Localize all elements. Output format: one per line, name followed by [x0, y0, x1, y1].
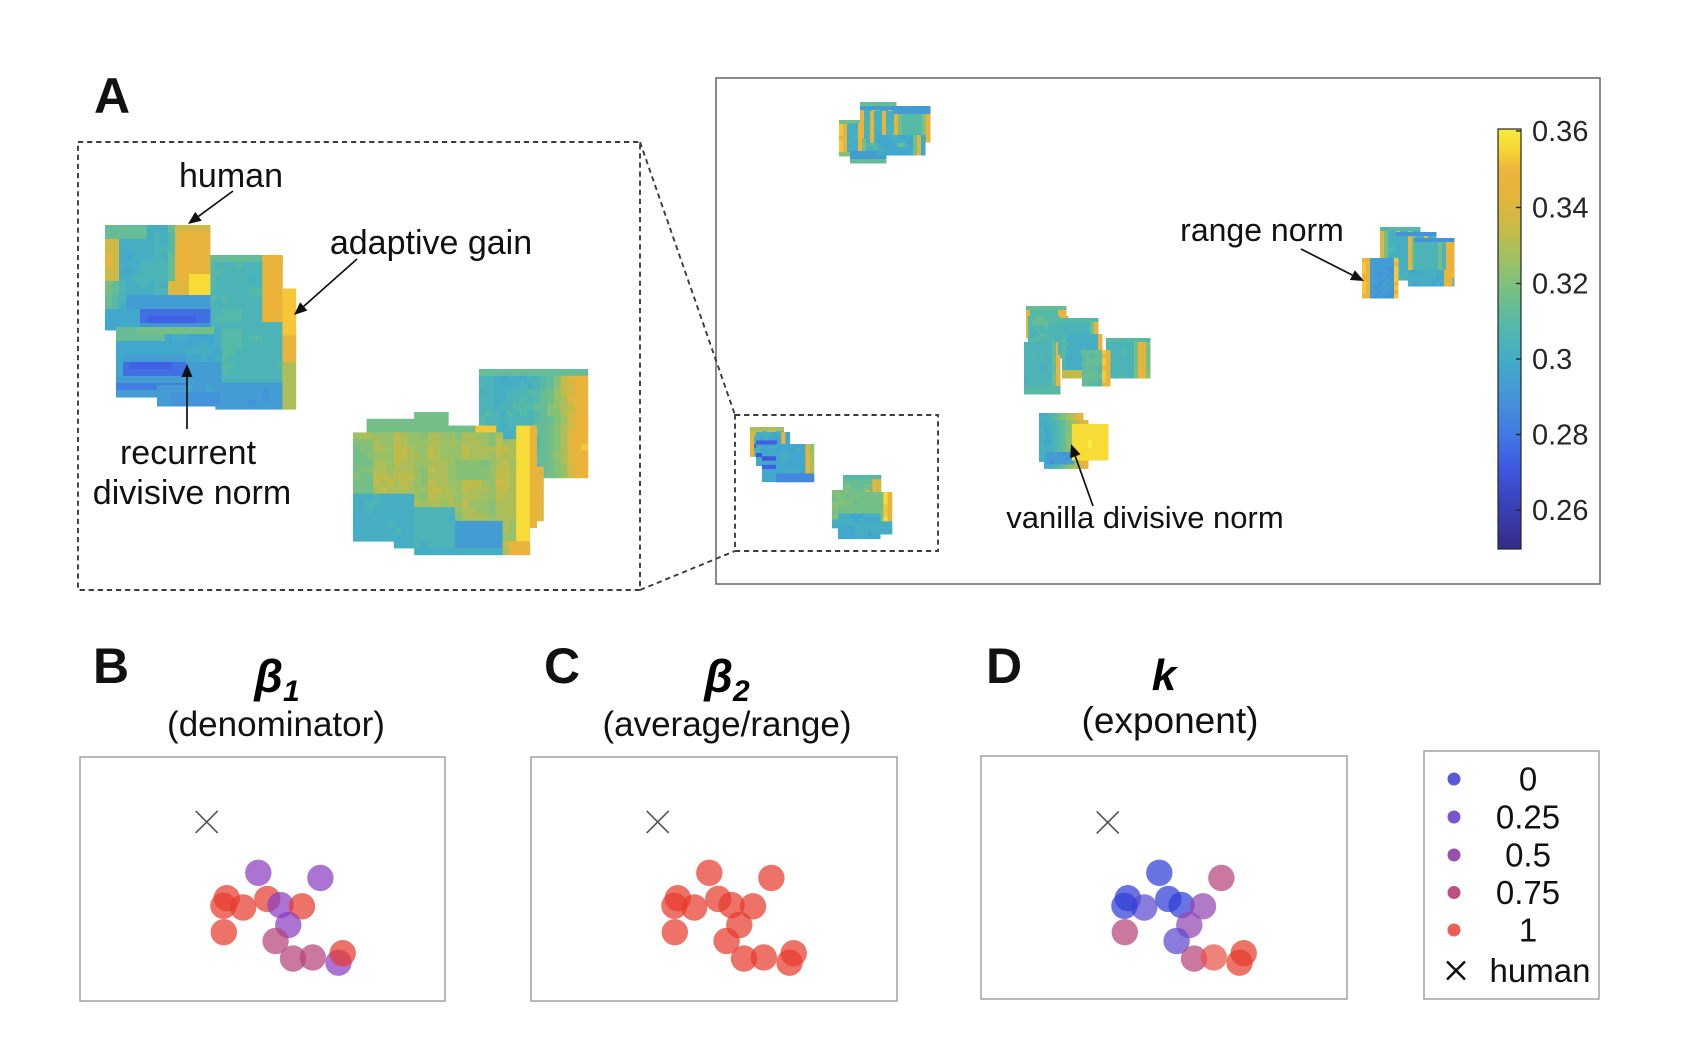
svg-text:(denominator): (denominator)	[167, 705, 385, 744]
svg-text:0.34: 0.34	[1532, 193, 1588, 225]
svg-text:(exponent): (exponent)	[1082, 700, 1259, 741]
svg-text:0.5: 0.5	[1505, 837, 1551, 874]
svg-text:0.25: 0.25	[1496, 799, 1560, 836]
svg-text:1: 1	[1519, 912, 1537, 949]
svg-text:0: 0	[1519, 761, 1537, 798]
svg-text:0.75: 0.75	[1496, 874, 1560, 911]
svg-text:0.26: 0.26	[1532, 495, 1588, 527]
svg-text:0.32: 0.32	[1532, 269, 1588, 301]
svg-text:adaptive gain: adaptive gain	[330, 224, 532, 262]
svg-text:C: C	[544, 638, 580, 694]
svg-text:D: D	[986, 638, 1022, 694]
svg-text:divisive norm: divisive norm	[93, 474, 291, 512]
svg-text:A: A	[94, 68, 130, 124]
svg-text:0.36: 0.36	[1532, 116, 1588, 148]
svg-text:human: human	[1490, 952, 1591, 989]
svg-text:k: k	[1152, 651, 1179, 700]
svg-text:B: B	[93, 638, 129, 694]
svg-text:range norm: range norm	[1180, 212, 1344, 248]
svg-text:vanilla divisive norm: vanilla divisive norm	[1006, 500, 1283, 535]
svg-text:human: human	[179, 157, 283, 195]
svg-text:(average/range): (average/range)	[602, 705, 851, 744]
svg-text:0.3: 0.3	[1532, 344, 1572, 376]
svg-text:recurrent: recurrent	[120, 434, 257, 472]
svg-text:0.28: 0.28	[1532, 420, 1588, 452]
